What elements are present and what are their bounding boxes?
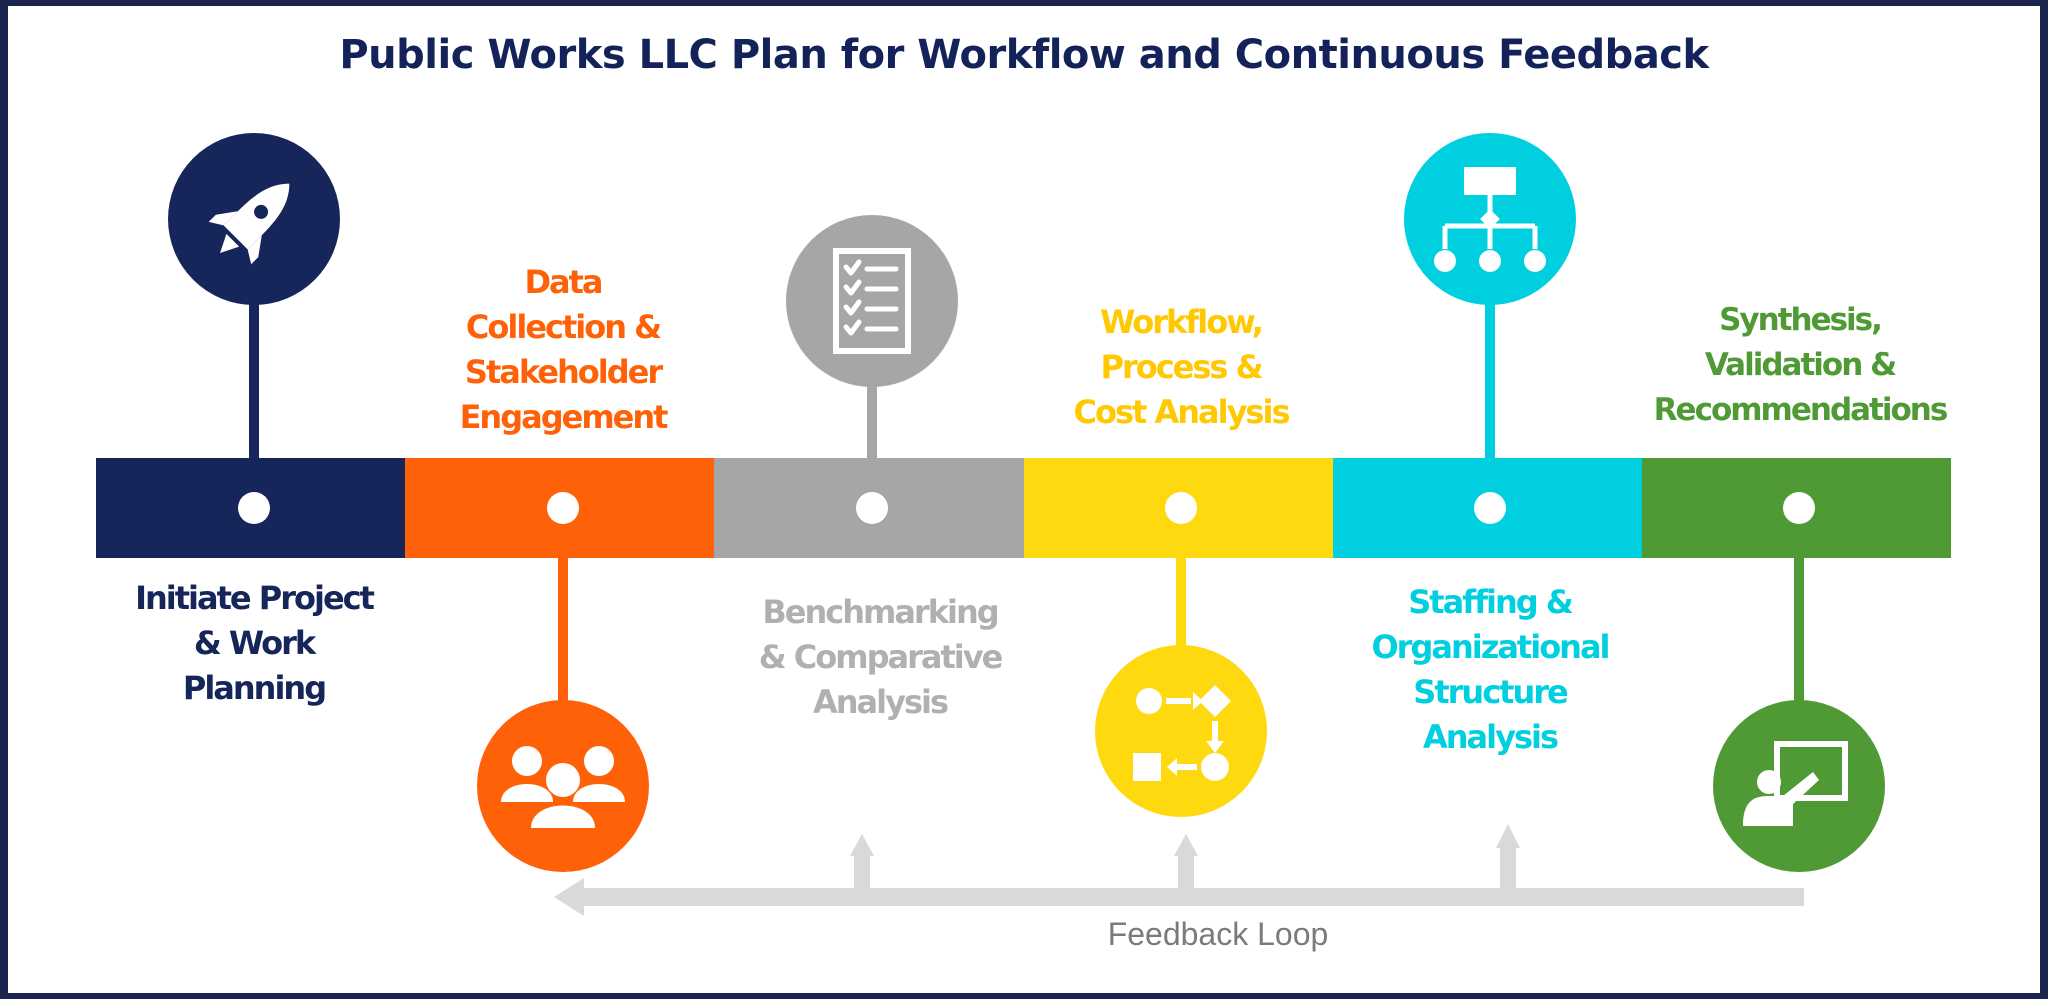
step-4-icon-circle [1095,645,1267,817]
feedback-loop-arrow [554,824,1804,916]
step-staffing-analysis [1404,133,1576,458]
timeline-band [96,458,1951,558]
checklist-icon [833,248,911,354]
feedback-loop-label: Feedback Loop [1107,916,1329,952]
timeline-dot-6 [1783,492,1815,524]
step-initiate-project [168,133,340,458]
presentation-icon [1743,741,1848,826]
step-4-label: Workflow, Process & Cost Analysis [1073,303,1291,431]
timeline-diagram [96,133,1951,916]
step-2-connector [558,558,568,708]
step-workflow-analysis [1095,558,1267,817]
step-data-collection [477,558,649,872]
timeline-dot-4 [1165,492,1197,524]
timeline-dot-3 [856,492,888,524]
timeline-dot-2 [547,492,579,524]
step-5-connector [1485,296,1495,458]
step-2-label: Data Collection & Stakeholder Engagement [459,263,669,436]
rocket-icon [208,183,290,265]
process-flow-icon [1133,685,1231,781]
page-title: Public Works LLC Plan for Workflow and C… [339,32,1709,78]
step-6-connector [1794,558,1804,708]
timeline-dot-1 [238,492,270,524]
step-1-connector [249,296,259,458]
step-3-connector [867,376,877,458]
step-3-icon-circle [786,215,958,387]
org-chart-icon [1434,167,1546,272]
step-4-connector [1176,558,1186,658]
step-6-label: Synthesis, Validation & Recommendations [1653,302,1949,428]
diagram-frame: Public Works LLC Plan for Workflow and C… [8,6,2040,993]
timeline-dot-5 [1474,492,1506,524]
step-1-label: Initiate Project & Work Planning [135,579,375,707]
step-5-label: Staffing & Organizational Structure Anal… [1371,583,1610,756]
step-synthesis [1713,558,1885,872]
people-group-icon [501,746,625,828]
step-benchmarking [786,215,958,458]
step-3-label: Benchmarking & Comparative Analysis [758,593,1004,721]
